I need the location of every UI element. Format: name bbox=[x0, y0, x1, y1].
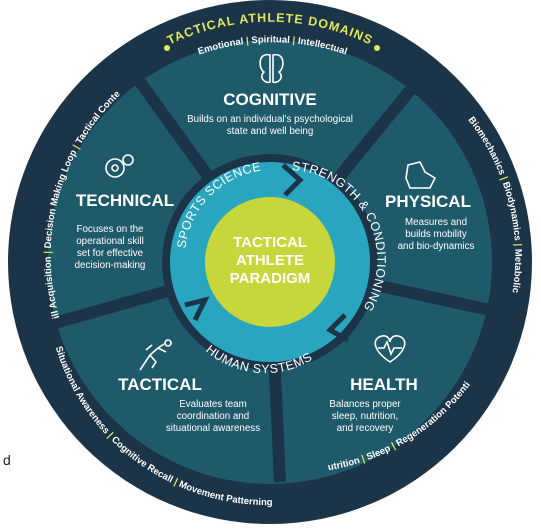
stray-text: d bbox=[3, 452, 11, 468]
tag-separator: | bbox=[243, 35, 252, 47]
technical-title: TECHNICAL bbox=[76, 191, 174, 210]
tactical-title: TACTICAL bbox=[118, 375, 202, 394]
tag-separator: | bbox=[512, 240, 523, 249]
description-line: sleep, nutrition, bbox=[332, 411, 398, 422]
description-line: decision-making bbox=[75, 260, 146, 271]
tag-separator: | bbox=[289, 35, 298, 47]
cognitive-title: COGNITIVE bbox=[223, 90, 317, 109]
physical-title: PHYSICAL bbox=[385, 192, 471, 211]
description-line: set for effective bbox=[77, 248, 144, 259]
brain-icon bbox=[259, 53, 284, 84]
core-circle bbox=[205, 197, 335, 327]
title-dot-left bbox=[164, 45, 170, 51]
description-line: coordination and bbox=[177, 411, 249, 422]
description-line: Builds on an individual's psychological bbox=[187, 114, 353, 125]
domain-tag: Spiritual bbox=[251, 34, 290, 46]
tag-separator: | bbox=[358, 453, 369, 466]
core-label-line: TACTICAL bbox=[233, 234, 307, 251]
description-line: Measures and bbox=[405, 217, 467, 228]
description-line: situational awareness bbox=[166, 423, 260, 434]
gears-icon bbox=[105, 154, 134, 178]
description-line: Evaluates team bbox=[179, 399, 247, 410]
core-label-line: ATHLETE bbox=[236, 252, 304, 269]
description-line: Focuses on the bbox=[77, 224, 145, 235]
health-title: HEALTH bbox=[350, 375, 418, 394]
tag-separator: | bbox=[497, 173, 510, 184]
runner-icon bbox=[139, 339, 172, 371]
description-line: and recovery bbox=[337, 423, 394, 434]
core-label-line: PARADIGM bbox=[230, 270, 311, 287]
flexed-arm-icon bbox=[405, 161, 437, 189]
domain-cognitive: COGNITIVE Builds on an individual's psyc… bbox=[187, 53, 353, 137]
title-dot-right bbox=[374, 45, 380, 51]
tag-separator: | bbox=[170, 476, 182, 489]
band-separators bbox=[184, 163, 350, 343]
description-line: Balances proper bbox=[329, 399, 401, 410]
description-line: and bio-dynamics bbox=[398, 241, 475, 252]
description-line: builds mobility bbox=[405, 229, 467, 240]
domain-tag: Metabolic bbox=[509, 249, 523, 294]
tag-separator: | bbox=[43, 248, 54, 256]
description-line: state and well being bbox=[227, 126, 314, 137]
heartbeat-icon bbox=[374, 335, 406, 363]
description-line: operational skill bbox=[76, 236, 144, 247]
